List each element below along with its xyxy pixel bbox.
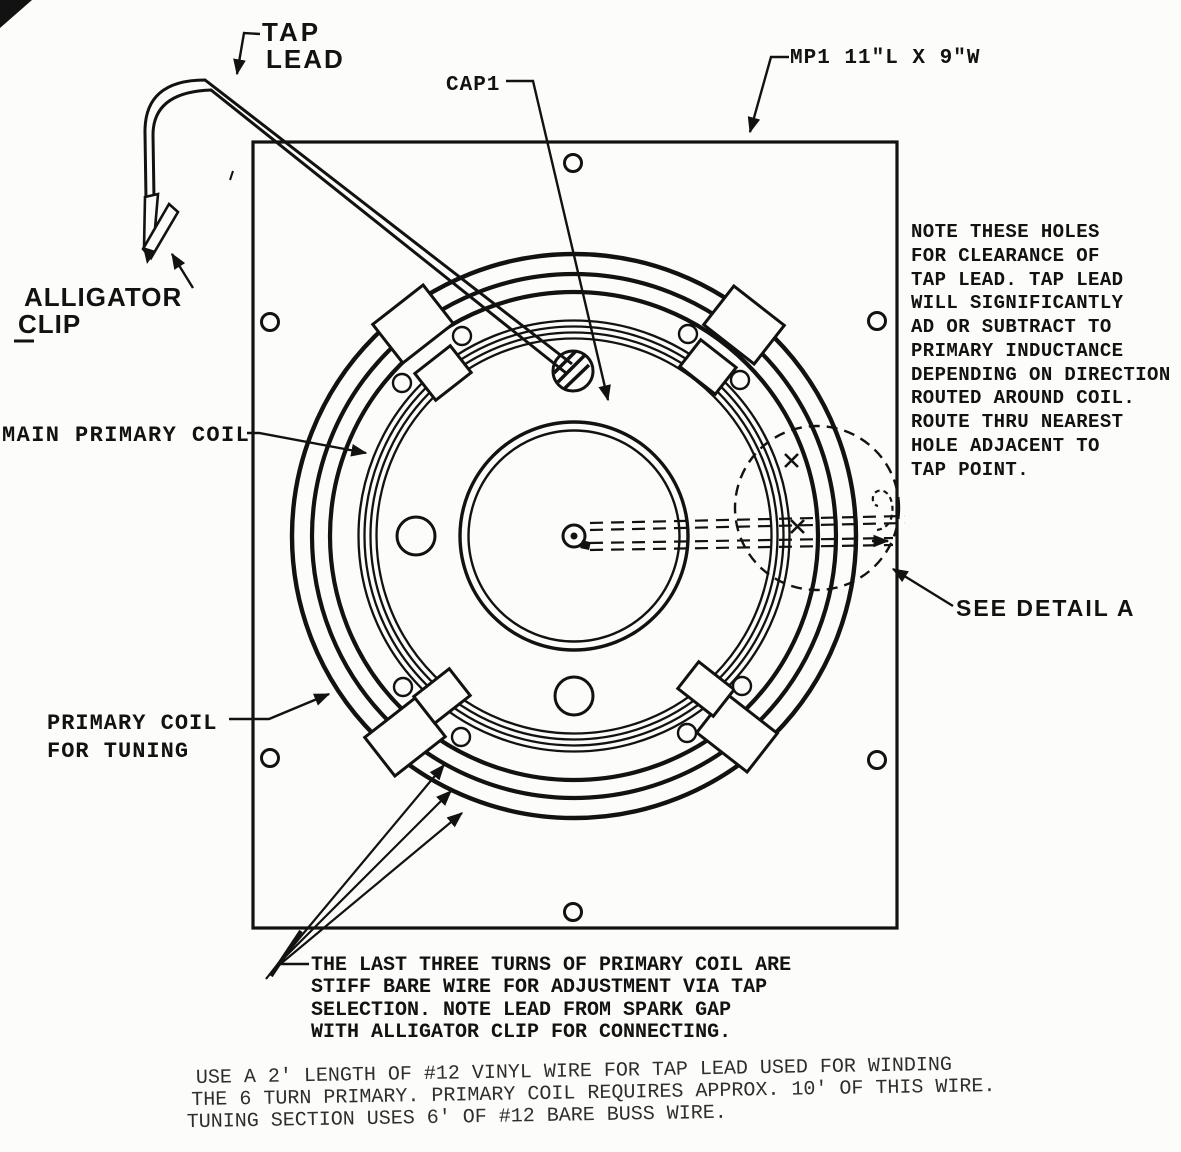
standoff-sw: [362, 666, 473, 779]
alligator-clip: [141, 192, 180, 264]
clearance-note-line: DEPENDING ON DIRECTION: [911, 364, 1171, 386]
clearance-note-line: ROUTE THRU NEAREST: [911, 411, 1123, 433]
clearance-note-line: PRIMARY INDUCTANCE: [911, 340, 1123, 362]
coil-standoff-blocks: [362, 282, 787, 779]
tap-lead-leader: [233, 31, 261, 76]
tuning-coil-leader: [229, 692, 331, 721]
wire-note: USE A 2' LENGTH OF #12 VINYL WIRE FOR TA…: [187, 1054, 996, 1134]
standoff-nw: [370, 282, 474, 403]
standoff-se: [675, 659, 780, 775]
alligator-clip-leader: [170, 252, 195, 289]
tap-lead-hole-hatched: [551, 349, 595, 393]
center-shaft: [561, 523, 591, 550]
clearance-note-line: AD OR SUBTRACT TO: [911, 316, 1112, 338]
alligator-clip-label-line1: ALLIGATOR: [24, 282, 182, 312]
clearance-note: NOTE THESE HOLES FOR CLEARANCE OF TAP LE…: [911, 221, 1171, 481]
tuning-coil-label-line2: FOR TUNING: [47, 739, 189, 764]
detail-circle: [733, 424, 901, 592]
scan-artifacts: [0, 0, 234, 343]
mp1-label: MP1 11"L X 9"W: [790, 47, 980, 70]
tap-lead-label-line2: LEAD: [266, 44, 345, 74]
clearance-note-line: TAP POINT.: [911, 459, 1029, 481]
turns-note: THE LAST THREE TURNS OF PRIMARY COIL ARE…: [311, 954, 791, 1044]
turns-note-line: SELECTION. NOTE LEAD FROM SPARK GAP: [311, 999, 731, 1022]
tap-connector-mark: [871, 489, 894, 532]
main-primary-turns: [357, 319, 791, 753]
clearance-note-line: ROUTED AROUND COIL.: [911, 387, 1135, 409]
alligator-clip-label-line2: CLIP: [18, 309, 81, 339]
turns-note-line: WITH ALLIGATOR CLIP FOR CONNECTING.: [311, 1021, 731, 1044]
leader-lines: [170, 31, 954, 980]
clearance-note-line: TAP LEAD. TAP LEAD: [911, 269, 1123, 291]
detail-a-region: [589, 424, 906, 592]
tuning-coil-label-line1: PRIMARY COIL: [47, 711, 217, 736]
mp1-leader: [747, 55, 789, 134]
cap1-leader: [506, 79, 611, 402]
standoff-screw-holes: [391, 323, 753, 748]
standoff-ne: [677, 283, 787, 397]
see-detail-leader: [891, 567, 954, 608]
clearance-note-line: WILL SIGNIFICANTLY: [911, 292, 1124, 314]
tap-point-x-marks: [784, 453, 805, 534]
clearance-note-line: NOTE THESE HOLES: [911, 221, 1100, 243]
turns-note-arrows: [265, 764, 463, 980]
main-primary-coil-label: MAIN PRIMARY COIL: [2, 423, 250, 448]
clearance-hole-left: [395, 515, 437, 557]
clearance-note-line: HOLE ADJACENT TO: [911, 435, 1100, 457]
cap1-label: CAP1: [446, 74, 500, 97]
clearance-note-line: FOR CLEARANCE OF: [911, 245, 1100, 267]
see-detail-a-label: SEE DETAIL A: [956, 595, 1136, 621]
clearance-hole-bottom: [553, 675, 595, 717]
cap1-disc: [395, 349, 690, 717]
tap-route-dashed-lines: [589, 514, 906, 552]
turns-note-line: THE LAST THREE TURNS OF PRIMARY COIL ARE: [311, 954, 791, 977]
tap-lead-label-line1: TAP: [262, 17, 321, 47]
plate-mounting-holes: [260, 153, 887, 922]
main-primary-leader: [247, 431, 368, 457]
tap-lead-wire: [143, 78, 573, 375]
turns-note-line: STIFF BARE WIRE FOR ADJUSTMENT VIA TAP: [311, 976, 767, 999]
